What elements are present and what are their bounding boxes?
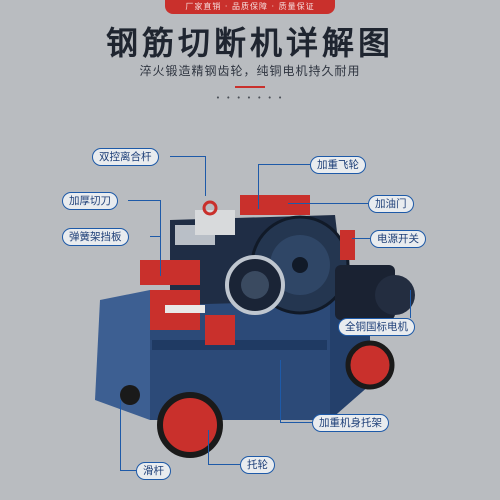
top-banner: 厂家直销 · 品质保障 · 质量保证 — [165, 0, 335, 14]
top-guard — [195, 210, 235, 235]
label-oil-port: 加油门 — [368, 195, 414, 213]
leader-flywheel — [258, 164, 310, 165]
label-power-switch: 电源开关 — [370, 230, 426, 248]
lifting-ring — [202, 200, 218, 216]
switch-box — [340, 230, 355, 260]
spring — [165, 305, 205, 313]
front-wheel-right — [345, 340, 395, 390]
leader-spring — [150, 236, 160, 237]
label-slide-bar: 滑杆 — [136, 462, 171, 480]
label-spring-plate: 弹簧架挡板 — [62, 228, 129, 246]
leader-blade-v — [160, 200, 161, 260]
label-flywheel: 加重飞轮 — [310, 156, 366, 174]
frame-rail — [152, 340, 327, 350]
leader-oil — [288, 203, 368, 204]
top-red-bar — [240, 195, 310, 215]
rear-caster — [120, 385, 140, 405]
leader-motor — [410, 290, 411, 318]
label-thick-blade: 加厚切刀 — [62, 192, 118, 210]
leader-roller-v — [208, 430, 209, 464]
leader-frame-v — [280, 360, 281, 422]
label-frame-bracket: 加重机身托架 — [312, 414, 389, 432]
motor-endcap — [375, 275, 415, 315]
label-copper-motor: 全铜国标电机 — [338, 318, 415, 336]
leader-frame — [280, 422, 312, 423]
gear-hub — [241, 271, 269, 299]
page-title: 钢筋切断机详解图 — [105, 24, 394, 62]
leader-clutch — [170, 156, 205, 157]
title-divider — [235, 86, 265, 88]
front-wheel-left — [157, 392, 223, 458]
leader-slide-v — [120, 400, 121, 470]
leader-slide — [120, 470, 136, 471]
page-subtitle: 淬火锻造精钢齿轮，纯铜电机持久耐用 — [139, 64, 361, 78]
leader-clutch-v — [205, 156, 206, 196]
leader-roller — [208, 464, 240, 465]
leader-blade — [128, 200, 160, 201]
label-roller: 托轮 — [240, 456, 275, 474]
leader-flywheel-v — [258, 164, 259, 209]
decorative-dots: • • • • • • • — [215, 94, 285, 102]
label-clutch-lever: 双控离合杆 — [92, 148, 159, 166]
lever-block — [205, 315, 235, 345]
flywheel-center — [292, 257, 308, 273]
blade-block — [140, 260, 200, 285]
leader-spring-v — [160, 236, 161, 276]
leader-switch — [352, 238, 370, 239]
